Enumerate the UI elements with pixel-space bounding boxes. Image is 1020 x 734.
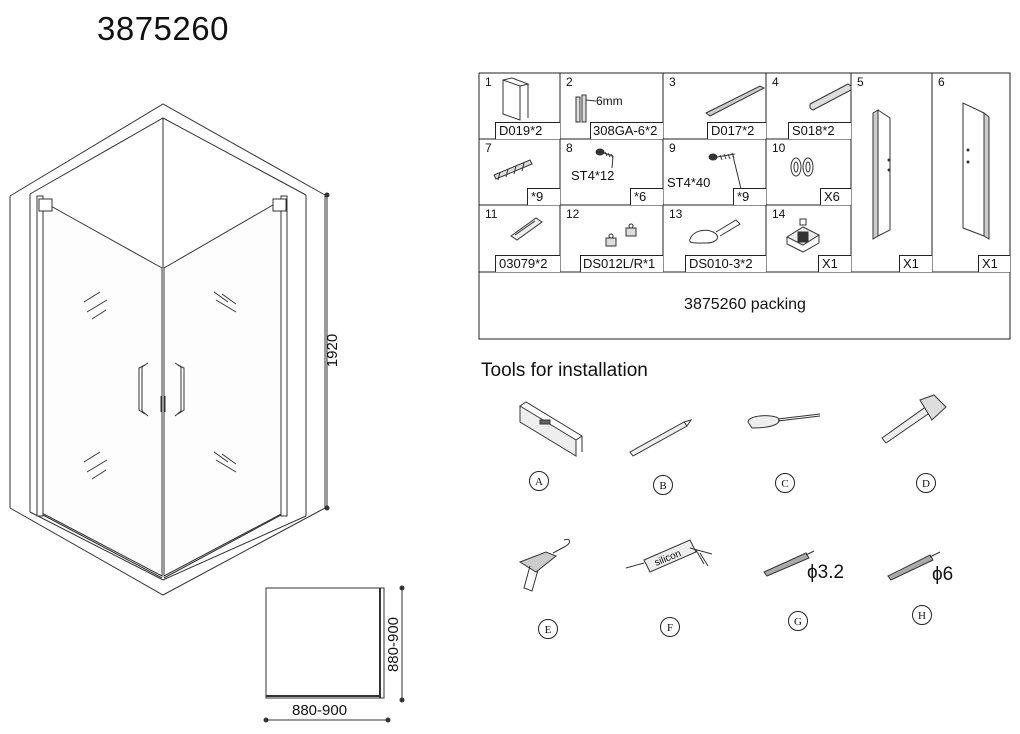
part-icon-7 (493, 159, 533, 181)
part-cell-6: 6 X1 (932, 73, 1010, 272)
part-cell-12: 12 DS012L/R*1 (560, 205, 663, 272)
part-cell-11: 11 03079*2 (479, 205, 560, 272)
part-icon-5 (872, 109, 891, 240)
part-code: S018*2 (788, 122, 851, 139)
corner-wall-drawing (9, 103, 326, 596)
tools-title: Tools for installation (481, 360, 648, 381)
part-cell-7: 7 *9 (479, 139, 560, 205)
tool-label-a: A (529, 471, 549, 491)
part-icon-4 (809, 83, 852, 111)
tool-label-d: D (916, 473, 936, 493)
floor-plan-drawing (263, 585, 405, 723)
part-code: X1 (899, 255, 932, 272)
part-code: D017*2 (707, 122, 766, 139)
drill-bit-3-2-icon (763, 550, 815, 577)
part-spec: ST4*40 (667, 175, 711, 190)
part-code: X1 (978, 255, 1010, 272)
drill-icon (518, 539, 571, 592)
part-cell-13: 13 DS010-3*2 (663, 205, 766, 272)
part-code: *9 (527, 188, 560, 205)
part-icon-12 (605, 223, 637, 247)
part-cell-4: 4 S018*2 (766, 73, 851, 139)
drill-bit-size-h: ϕ6 (932, 564, 954, 585)
part-cell-1: 1 D019*2 (479, 73, 560, 139)
part-code: *9 (733, 188, 766, 205)
part-code: DS010-3*2 (685, 255, 766, 272)
screwdriver-icon (747, 413, 821, 429)
height-dimension-line (324, 192, 330, 511)
part-spec: ST4*12 (571, 168, 615, 183)
part-icon-14 (785, 218, 821, 253)
tool-label-f: F (660, 617, 680, 637)
shower-enclosure-drawing (36, 195, 288, 579)
part-code: 03079*2 (495, 255, 560, 272)
drill-bit-size-g: ϕ3.2 (807, 562, 845, 583)
height-dimension: 1920 (324, 333, 342, 368)
part-code: 308GA-6*2 (590, 122, 663, 139)
packing-label: 3875260 packing (684, 296, 806, 313)
part-code: X6 (820, 188, 851, 205)
tool-label-e: E (538, 619, 558, 639)
spirit-level-icon (519, 401, 583, 457)
pencil-icon (629, 419, 693, 457)
part-icon-9 (708, 152, 743, 194)
part-icon-2 (575, 94, 597, 123)
part-code: DS012L/R*1 (580, 255, 663, 272)
part-spec: 6mm (596, 94, 623, 108)
part-cell-3: 3 D017*2 (663, 73, 766, 139)
part-icon-13 (689, 219, 741, 244)
part-cell-5: 5 X1 (851, 73, 932, 272)
part-cell-2: 2 6mm 308GA-6*2 (560, 73, 663, 139)
product-number: 3875260 (97, 10, 229, 47)
part-cell-14: 14 X1 (766, 205, 851, 272)
tool-label-b: B (653, 475, 673, 495)
part-code: *6 (630, 188, 663, 205)
tool-label-g: G (788, 611, 808, 631)
hammer-icon (881, 394, 947, 444)
part-icon-10 (790, 157, 814, 177)
part-icon-8 (595, 148, 614, 169)
tool-label-c: C (775, 473, 795, 493)
drill-bit-6-icon (887, 551, 941, 581)
part-icon-6 (962, 102, 990, 240)
part-code: X1 (818, 255, 851, 272)
part-cell-10: 10 X6 (766, 139, 851, 205)
depth-dimension: 880-900 (385, 616, 403, 673)
silicone-gun-icon (625, 539, 713, 573)
tool-label-h: H (912, 605, 932, 625)
part-icon-11 (510, 217, 543, 241)
part-cell-8: 8 ST4*12 *6 (560, 139, 663, 205)
part-cell-9: 9 ST4*40 *9 (663, 139, 766, 205)
part-icon-3 (705, 85, 766, 117)
part-icon-1 (502, 77, 530, 121)
part-code: D019*2 (495, 122, 560, 139)
packing-list-grid (478, 72, 1011, 340)
width-dimension: 880-900 (292, 702, 348, 719)
